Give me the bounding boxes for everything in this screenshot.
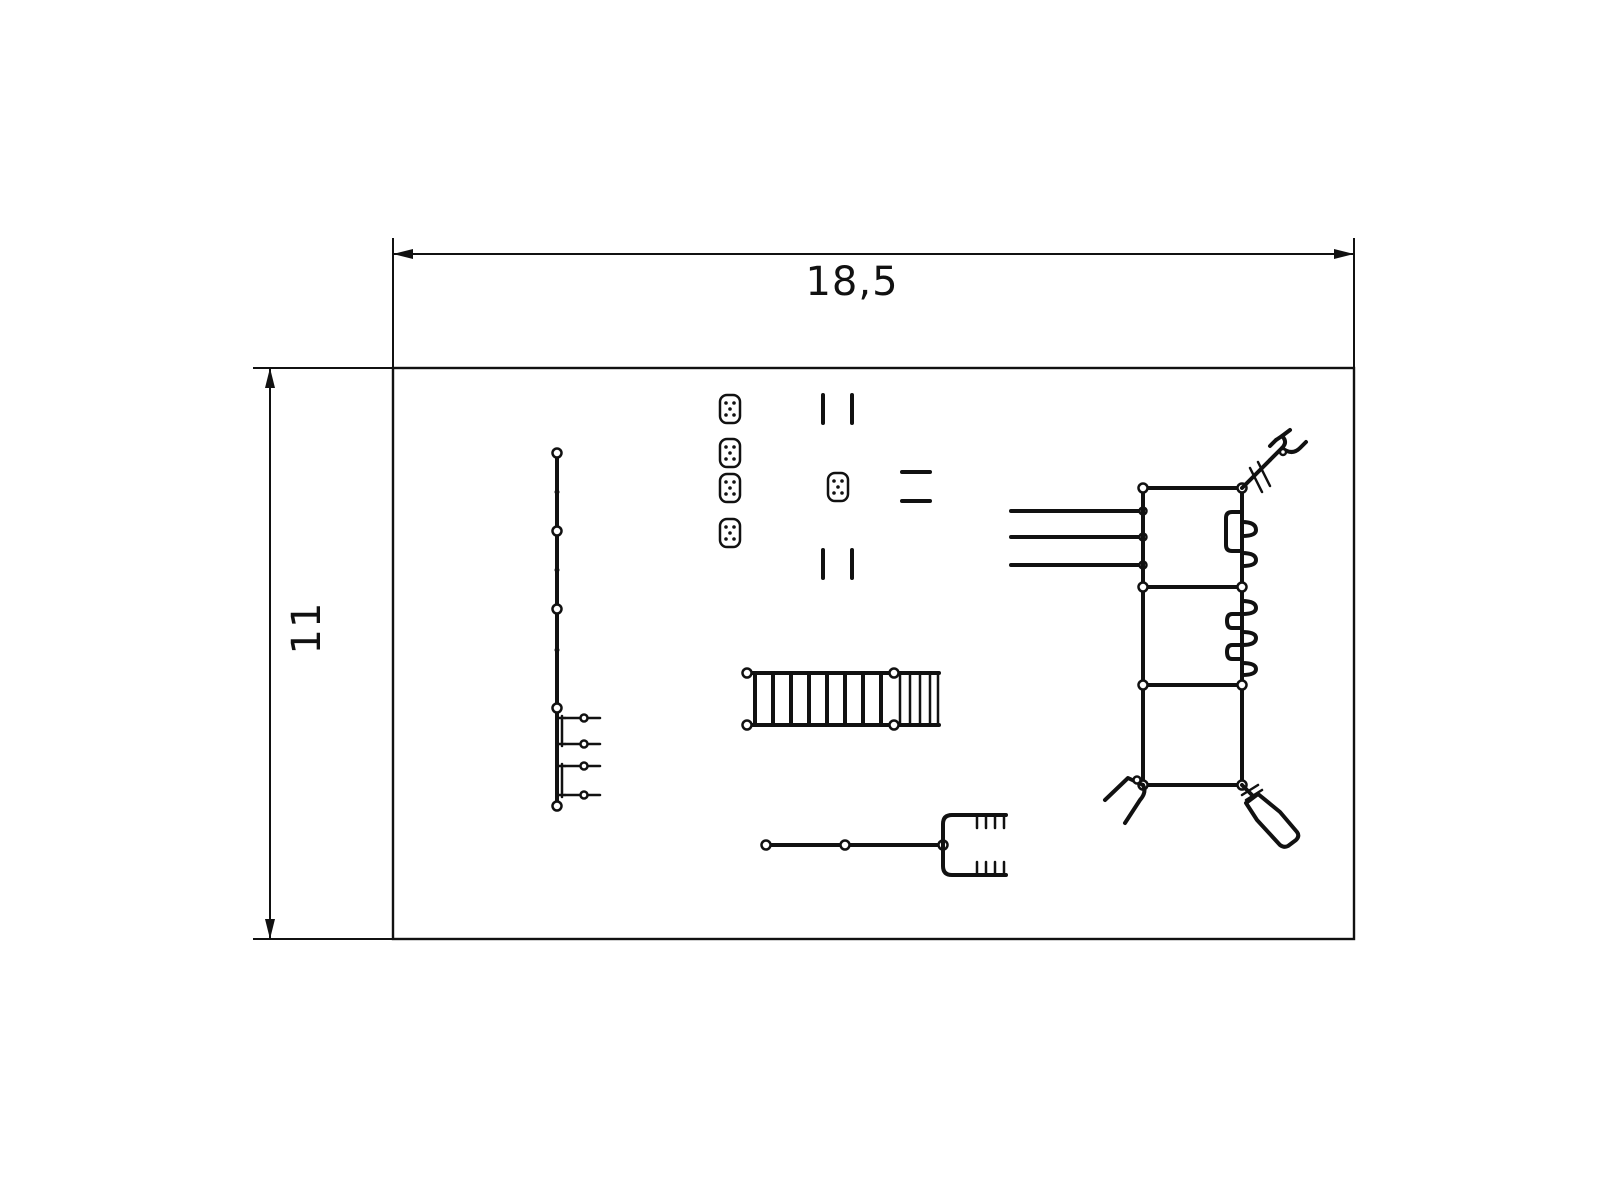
stepping-stones (718, 393, 850, 549)
height-dimension-label: 11 (284, 602, 330, 655)
horizontal-ladder (741, 667, 941, 731)
height-arrow-top (265, 368, 275, 388)
bottom-chain-fork (760, 813, 1008, 877)
swing-seats-left (555, 713, 602, 800)
height-arrow-bottom (265, 919, 275, 939)
left-vertical-chain (551, 447, 563, 812)
height-dimension: 11 (253, 367, 393, 940)
width-dimension: 18,5 (392, 238, 1355, 368)
site-boundary (391, 366, 1356, 941)
play-tower-structure (1009, 428, 1308, 849)
width-arrow-right (1334, 249, 1354, 259)
balance-posts (821, 393, 932, 580)
width-dimension-label: 18,5 (805, 259, 898, 305)
width-arrow-left (393, 249, 413, 259)
